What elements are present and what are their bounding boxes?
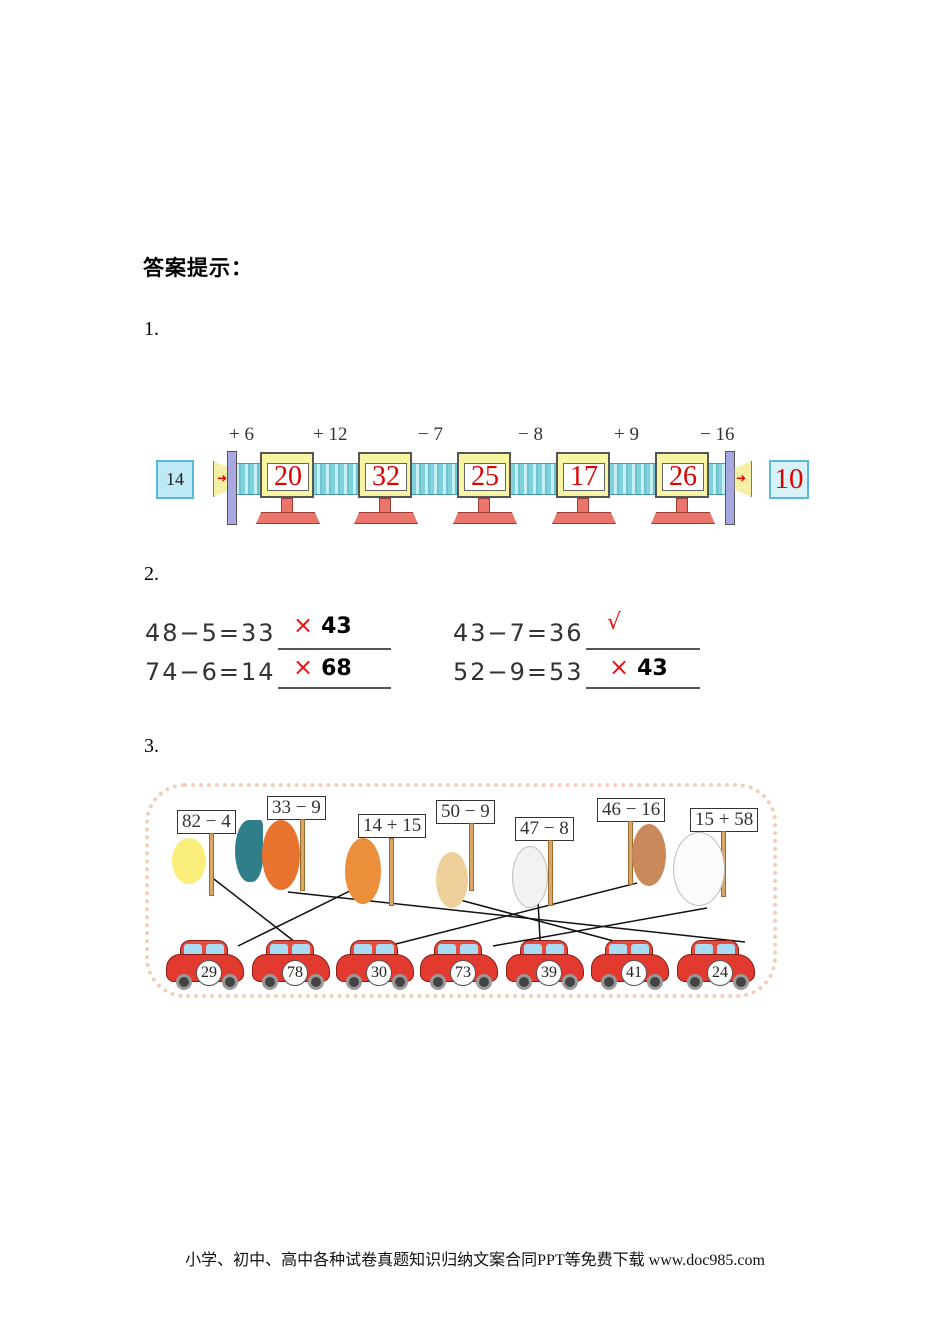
- arrow-right-icon: ➜: [217, 471, 228, 485]
- matching-frame: [145, 783, 777, 998]
- result-value: 20: [267, 463, 309, 491]
- answer-cell: × 43: [293, 611, 352, 639]
- sign-pole: [469, 823, 474, 891]
- operation-label: − 7: [418, 424, 443, 445]
- line-cat-to-41: [459, 899, 626, 945]
- duck-illustration: [172, 838, 206, 884]
- number-machine-diagram: + 6 + 12 − 7 − 8 + 9 − 16 14 ➜ 20 32 25 …: [0, 0, 950, 540]
- answer-cell: × 43: [609, 653, 668, 681]
- operation-label: + 9: [614, 424, 639, 445]
- expression-sign: 50 − 9: [436, 800, 495, 824]
- expression-sign: 33 − 9: [267, 796, 326, 820]
- equation-text: 43−7=36: [453, 619, 584, 647]
- line-rabbit-to-39: [537, 899, 541, 941]
- line-goose-to-73: [492, 907, 708, 947]
- answer-cell: × 68: [293, 653, 352, 681]
- operation-label: + 6: [229, 424, 254, 445]
- result-monitor: 20: [260, 452, 314, 498]
- corrected-answer: 68: [321, 656, 352, 681]
- output-number-box: 10: [769, 460, 809, 499]
- expression-sign: 14 + 15: [358, 814, 427, 838]
- question-number-2: 2.: [144, 563, 159, 585]
- car-answer: 24: [677, 940, 755, 990]
- operation-label: − 8: [518, 424, 543, 445]
- expression-sign: 82 − 4: [177, 810, 236, 834]
- cat-illustration: [436, 852, 468, 908]
- arrow-right-icon: ➜: [736, 471, 747, 485]
- expression-sign: 47 − 8: [515, 817, 574, 841]
- rooster-tail: [235, 820, 263, 882]
- operation-label: + 12: [313, 424, 348, 445]
- car-number: 78: [282, 960, 308, 986]
- rabbit-illustration: [512, 846, 548, 908]
- question-number-1: 1.: [144, 318, 159, 340]
- check-mark-icon: √: [607, 610, 622, 635]
- line-deer-to-29: [237, 885, 361, 947]
- car-number: 30: [366, 960, 392, 986]
- result-value: 25: [464, 463, 506, 491]
- page-heading: 答案提示：: [143, 256, 253, 280]
- expression-sign: 15 + 58: [690, 808, 759, 832]
- car-number: 24: [707, 960, 733, 986]
- answer-underline: [586, 687, 700, 689]
- result-value: 26: [662, 463, 704, 491]
- equation-row: 43−7=36: [453, 619, 584, 647]
- answer-underline: [278, 687, 391, 689]
- corrected-answer: 43: [637, 656, 668, 681]
- dog-illustration: [632, 824, 666, 886]
- car-number: 73: [450, 960, 476, 986]
- result-monitor: 25: [457, 452, 511, 498]
- operation-label: − 16: [700, 424, 735, 445]
- answer-underline: [278, 648, 391, 650]
- expression-sign: 46 − 16: [597, 798, 666, 822]
- equation-row: 74−6=14: [145, 658, 276, 686]
- rooster-illustration: [262, 820, 300, 890]
- answer-cell: √: [607, 610, 621, 635]
- car-answer: 29: [166, 940, 244, 990]
- equation-text: 74−6=14: [145, 658, 276, 686]
- result-value: 17: [563, 463, 605, 491]
- equation-row: 48−5=33: [145, 619, 276, 647]
- sign-pole: [389, 838, 394, 906]
- car-number: 41: [621, 960, 647, 986]
- equation-text: 52−9=53: [453, 658, 584, 686]
- result-monitor: 26: [655, 452, 709, 498]
- wrong-mark-icon: ×: [609, 653, 630, 681]
- equation-row: 52−9=53: [453, 658, 584, 686]
- input-number-box: 14: [156, 460, 194, 499]
- line-duck-to-78: [209, 875, 296, 943]
- car-answer: 39: [506, 940, 584, 990]
- footer-text: 小学、初中、高中各种试卷真题知识归纳文案合同PPT等免费下载 www.doc98…: [185, 1252, 765, 1269]
- wrong-mark-icon: ×: [293, 653, 314, 681]
- deer-illustration: [345, 838, 381, 904]
- car-answer: 30: [336, 940, 414, 990]
- car-answer: 41: [591, 940, 669, 990]
- sign-pole: [300, 819, 305, 891]
- equation-text: 48−5=33: [145, 619, 276, 647]
- car-number: 29: [196, 960, 222, 986]
- corrected-answer: 43: [321, 614, 352, 639]
- car-number: 39: [536, 960, 562, 986]
- sign-pole: [209, 833, 214, 896]
- wrong-mark-icon: ×: [293, 611, 314, 639]
- car-answer: 78: [252, 940, 330, 990]
- result-value: 32: [365, 463, 407, 491]
- sign-pole: [548, 840, 553, 906]
- result-monitor: 17: [556, 452, 610, 498]
- goose-illustration: [673, 832, 725, 906]
- input-plate: [227, 451, 237, 525]
- line-dog-to-30: [387, 882, 638, 947]
- car-answer: 73: [420, 940, 498, 990]
- answer-underline: [586, 648, 700, 650]
- result-monitor: 32: [358, 452, 412, 498]
- question-number-3: 3.: [144, 735, 159, 757]
